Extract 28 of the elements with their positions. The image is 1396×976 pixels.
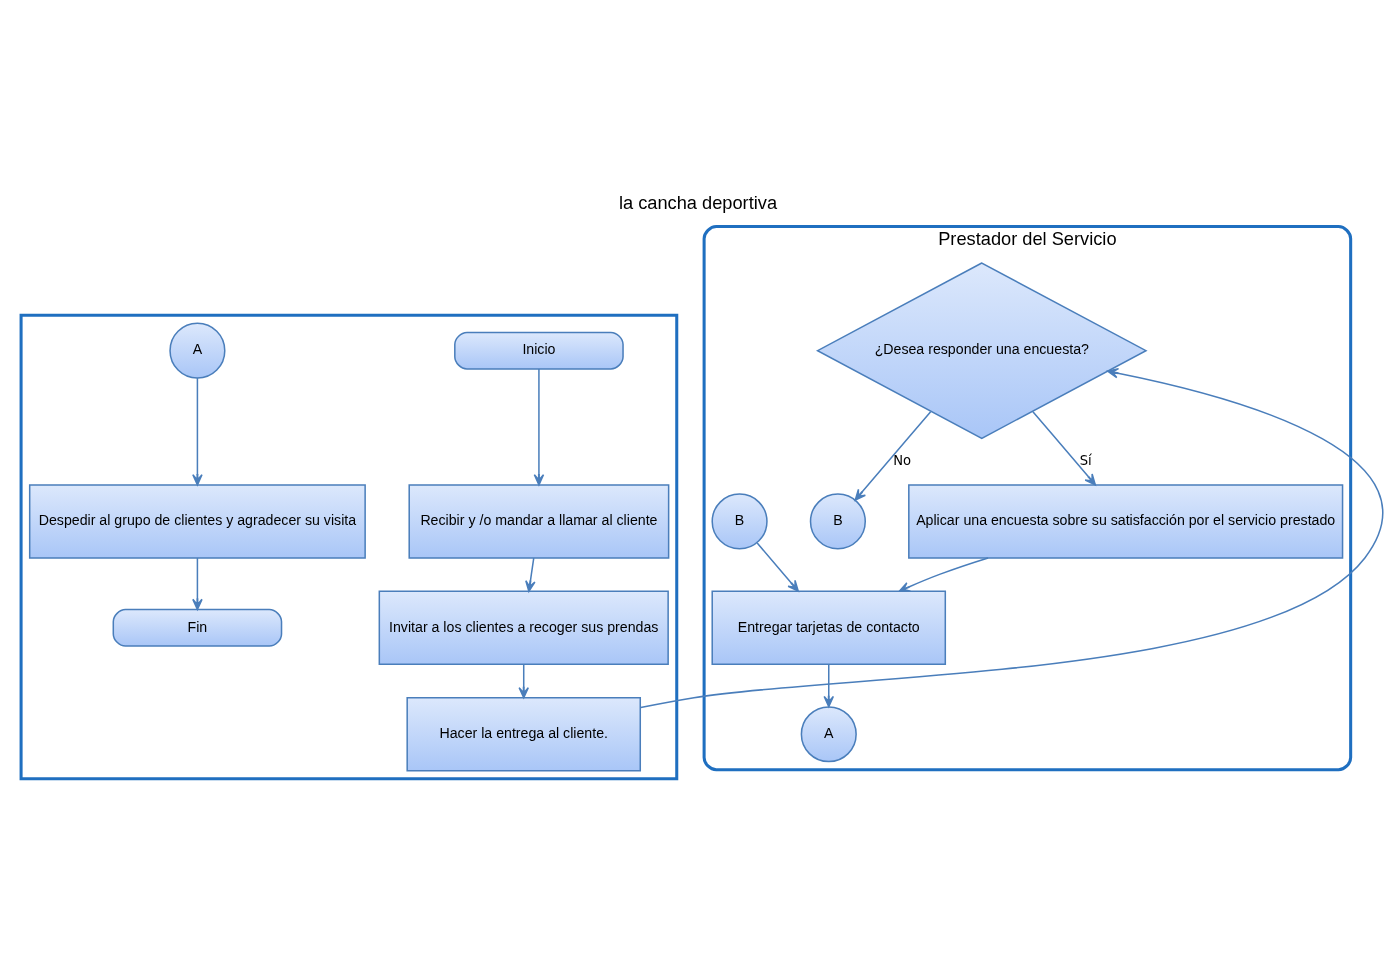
arrow [898,556,989,592]
node-box: Fin [112,608,283,647]
node-diamond: ¿Desea responder una encuesta? [816,261,1148,439]
edge-label: Sí [1079,452,1092,468]
arrow [854,410,932,501]
node-circle: B [711,492,768,550]
node-circle: A [169,322,226,379]
node-box: Hacer la entrega al cliente. [406,696,642,771]
node-box: Inicio [454,331,624,370]
arrow [1032,410,1096,485]
arrow [525,556,536,592]
node-box: Recibir y /o mandar a llamar al cliente [408,483,670,559]
arrow [192,556,203,610]
node-circle: A [800,705,857,762]
node-box: Invitar a los clientes a recoger sus prendas [378,590,669,665]
arrow [639,367,1384,708]
arrow [518,663,530,699]
arrow [533,367,545,486]
node-box: Aplicar una encuesta sobre su satisfacción por el servicio prestado [908,483,1344,559]
diagram-title: la cancha deportiva [618,191,778,213]
cluster [19,313,679,780]
edge-label: No [893,452,912,468]
arrow [756,541,799,592]
arrow [192,376,203,486]
node-box: Entregar tarjetas de contacto [711,590,947,665]
node-circle: B [809,492,866,550]
node-box: Despedir al grupo de clientes y agradecer su visita [28,483,366,559]
arrow [823,663,835,707]
